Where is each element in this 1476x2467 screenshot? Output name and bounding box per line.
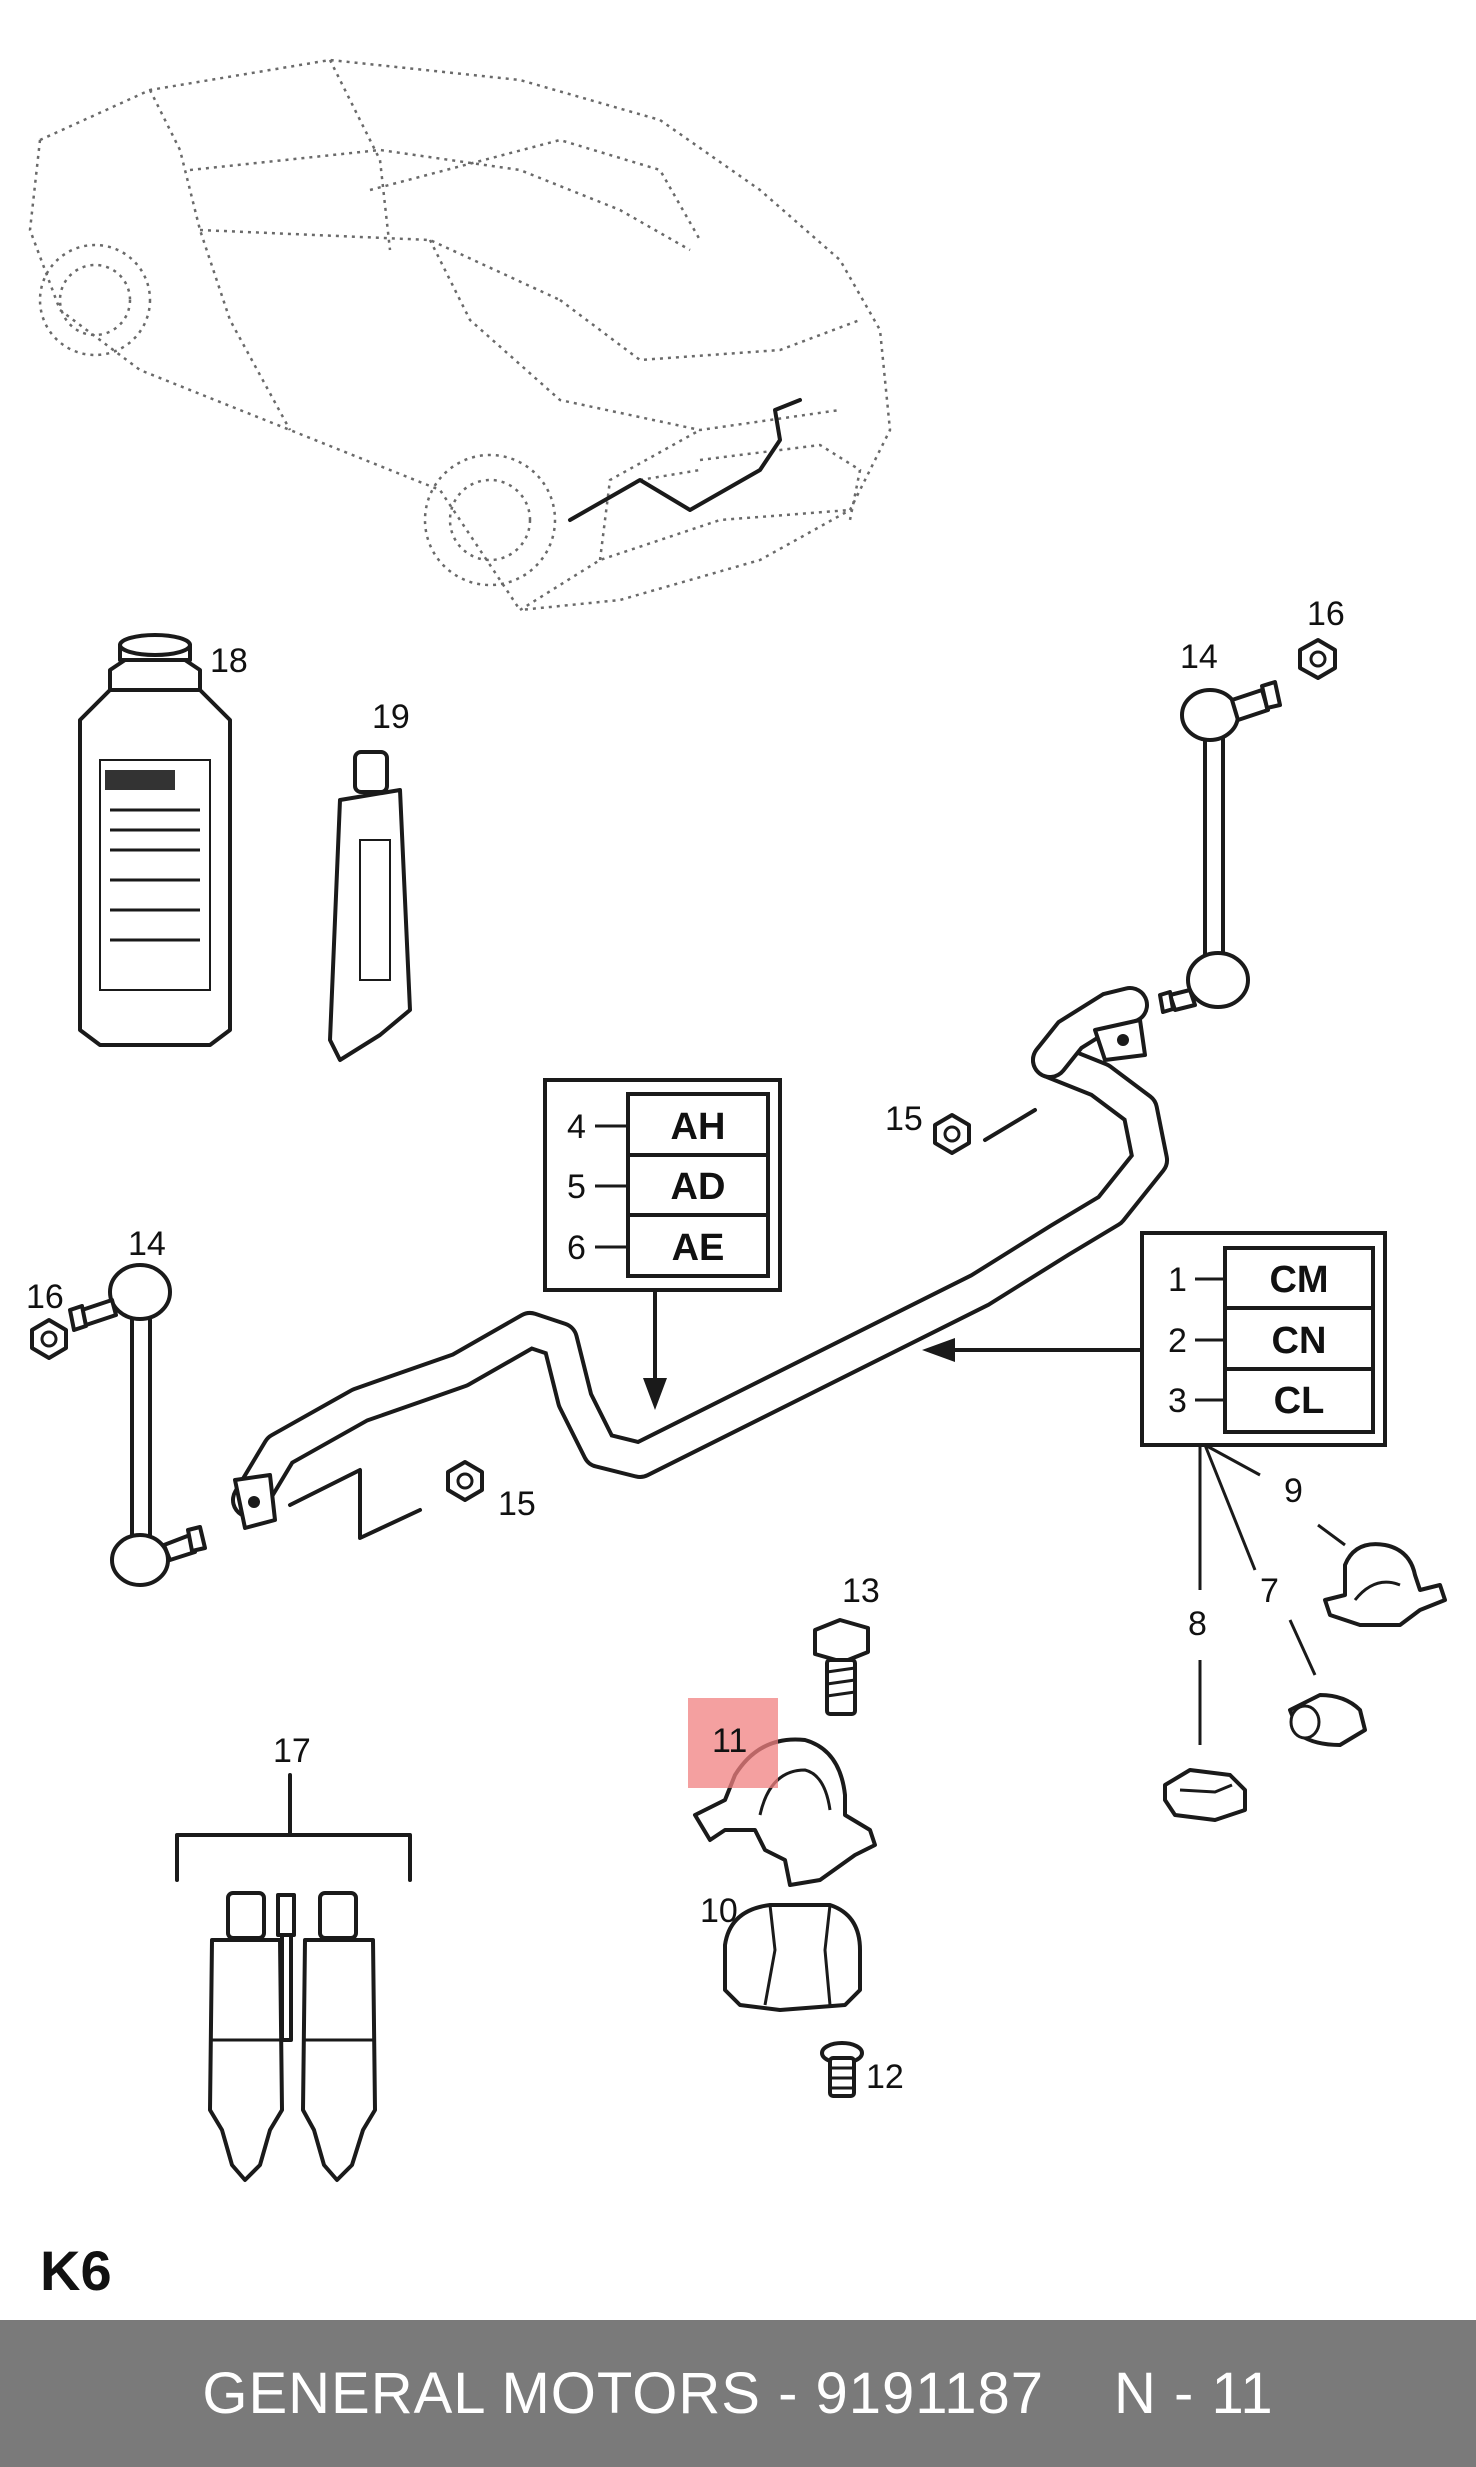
stabilizer-bar bbox=[231, 986, 1169, 1530]
highlight-part-11 bbox=[688, 1698, 778, 1788]
footer-brand-part: GENERAL MOTORS - 9191187 bbox=[202, 2361, 1045, 2426]
code-box-right bbox=[1140, 1231, 1387, 1447]
label-6: 6 bbox=[567, 1229, 586, 1267]
code-cl: CL bbox=[1274, 1380, 1325, 1422]
parts-diagram: 18 19 14 16 15 bbox=[26, 58, 1447, 2302]
nut-16-right bbox=[1298, 638, 1337, 680]
grease-tube bbox=[328, 750, 412, 1062]
code-cm: CM bbox=[1269, 1259, 1328, 1301]
stabilizer-link-right bbox=[1158, 680, 1282, 1014]
label-14-right: 14 bbox=[1180, 638, 1218, 676]
nut-15-left bbox=[446, 1460, 484, 1502]
bushing-8 bbox=[1163, 1768, 1247, 1822]
code-ad: AD bbox=[671, 1166, 726, 1208]
label-19: 19 bbox=[372, 698, 410, 736]
bolt-13 bbox=[813, 1618, 870, 1716]
label-16-right: 16 bbox=[1307, 595, 1345, 633]
label-10: 10 bbox=[700, 1892, 738, 1930]
label-4: 4 bbox=[567, 1108, 586, 1146]
code-cn: CN bbox=[1272, 1320, 1327, 1362]
label-5: 5 bbox=[567, 1168, 586, 1206]
footer-bar: GENERAL MOTORS - 9191187 N - 11 bbox=[0, 2320, 1476, 2467]
label-8: 8 bbox=[1188, 1605, 1207, 1643]
cartridge-left bbox=[208, 1891, 284, 2182]
bracket-17 bbox=[175, 1833, 412, 1882]
fluid-bottle bbox=[78, 633, 232, 1047]
label-18: 18 bbox=[210, 642, 248, 680]
cartridge-right bbox=[301, 1891, 377, 2182]
label-17: 17 bbox=[273, 1732, 311, 1770]
clamp-9 bbox=[1323, 1542, 1447, 1627]
nut-16-left bbox=[30, 1318, 68, 1360]
label-2: 2 bbox=[1168, 1322, 1187, 1360]
code-box-left bbox=[543, 1078, 782, 1292]
label-15-right: 15 bbox=[885, 1100, 923, 1138]
code-ah: AH bbox=[671, 1106, 726, 1148]
label-1: 1 bbox=[1168, 1261, 1187, 1299]
label-12: 12 bbox=[866, 2058, 904, 2096]
label-3: 3 bbox=[1168, 1382, 1187, 1420]
label-16-left: 16 bbox=[26, 1278, 64, 1316]
label-14-left: 14 bbox=[128, 1225, 166, 1263]
label-13: 13 bbox=[842, 1572, 880, 1610]
code-ae: AE bbox=[672, 1227, 725, 1269]
label-7: 7 bbox=[1260, 1572, 1279, 1610]
car-outline bbox=[28, 58, 892, 612]
bushing-10 bbox=[723, 1903, 862, 2012]
stabilizer-link-left bbox=[68, 1263, 207, 1587]
screw-12 bbox=[820, 2041, 864, 2098]
nut-15-right bbox=[933, 1113, 971, 1155]
page-code: K6 bbox=[40, 2239, 112, 2302]
label-15-left: 15 bbox=[498, 1485, 536, 1523]
car-stabilizer-highlight bbox=[568, 398, 802, 522]
spatula bbox=[276, 1893, 296, 2042]
bushing-7 bbox=[1288, 1693, 1367, 1747]
label-11: 11 bbox=[712, 1722, 747, 1760]
label-9: 9 bbox=[1284, 1472, 1303, 1510]
footer-page: N - 11 bbox=[1114, 2361, 1274, 2426]
